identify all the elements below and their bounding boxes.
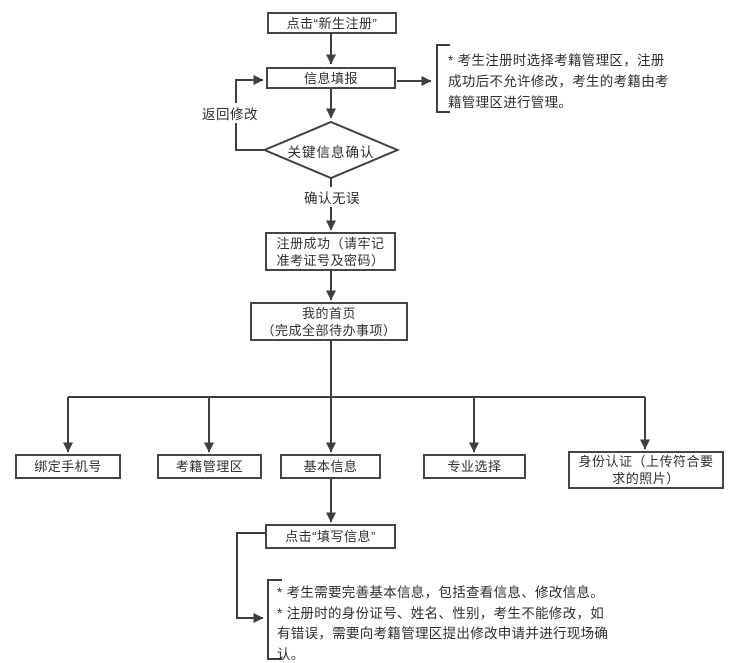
note-top-bracket: [436, 44, 450, 113]
note-bottom-bracket: [267, 579, 282, 660]
note-top-line: 成功后不允许修改，考生的考籍由考: [448, 74, 669, 89]
home-node-line2: （完成全部待办事项）: [261, 322, 397, 338]
basic-info-node-label: 基本信息: [303, 459, 358, 474]
confirmed-label: 确认无误: [302, 187, 362, 207]
note-bottom-line: 有错误，需要向考籍管理区提出修改申请并进行现场确: [277, 626, 609, 641]
bind-phone-node-label: 绑定手机号: [34, 459, 102, 474]
note-top-line: * 考生注册时选择考籍管理区，注册: [448, 53, 665, 68]
major-select-node-label: 专业选择: [447, 459, 502, 474]
note-bottom-line: * 考生需要完善基本信息，包括查看信息、修改信息。: [277, 585, 605, 600]
info-fill-node-label: 信息填报: [303, 70, 358, 86]
exam-area-node-label: 考籍管理区: [175, 459, 244, 474]
home-node-line1: 我的首页: [301, 305, 356, 321]
click-fill-node: 点击“填写信息”: [265, 524, 396, 549]
exam-area-node: 考籍管理区: [157, 454, 262, 479]
major-select-node: 专业选择: [423, 454, 526, 479]
note-top: * 考生注册时选择考籍管理区，注册 成功后不允许修改，考生的考籍由考 籍管理区进…: [448, 50, 669, 113]
identity-node: 身份认证（上传符合要 求的照片）: [568, 451, 724, 489]
note-bottom-line: * 注册时的身份证号、姓名、性别，考生不能修改，如: [277, 605, 605, 621]
info-fill-node: 信息填报: [266, 67, 396, 89]
note-bottom: * 考生需要完善基本信息，包括查看信息、修改信息。 * 注册时的身份证号、姓名、…: [277, 583, 608, 663]
start-node: 点击“新生注册”: [267, 12, 397, 34]
start-node-label: 点击“新生注册”: [286, 15, 378, 31]
bind-phone-node: 绑定手机号: [15, 454, 121, 479]
home-node: 我的首页 （完成全部待办事项）: [250, 302, 408, 341]
identity-node-line2: 求的照片）: [612, 471, 680, 486]
success-node-line2: 准考证号及密码）: [276, 252, 385, 268]
edge-clickfill-to-note: [236, 532, 265, 623]
success-node: 注册成功（请牢记 准考证号及密码）: [265, 232, 396, 271]
return-modify-label: 返回修改: [200, 103, 260, 123]
note-top-line: 籍管理区进行管理。: [448, 95, 573, 110]
decision-node-label: 关键信息确认: [287, 145, 375, 160]
decision-diamond-shape: [261, 120, 401, 180]
note-bottom-line: 认。: [277, 646, 305, 662]
basic-info-node: 基本信息: [280, 454, 381, 479]
click-fill-node-label: 点击“填写信息”: [285, 529, 376, 544]
identity-node-line1: 身份认证（上传符合要: [578, 454, 714, 469]
success-node-line1: 注册成功（请牢记: [276, 235, 385, 251]
